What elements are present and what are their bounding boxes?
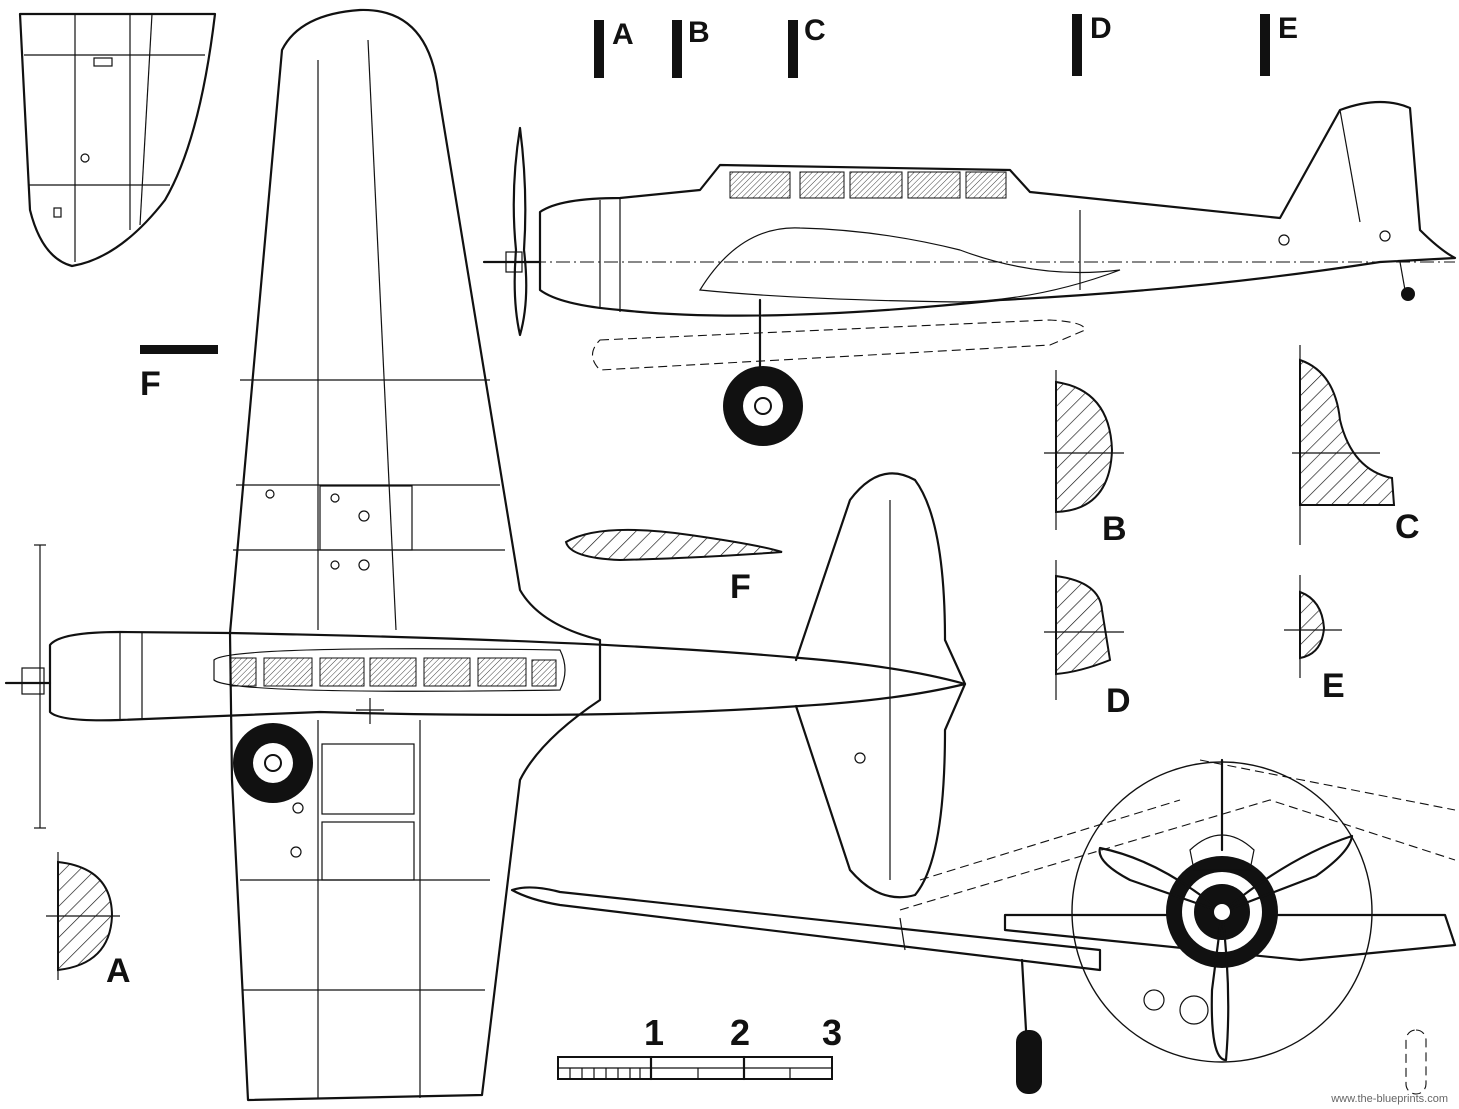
section-marker-e-label: E	[1278, 12, 1298, 45]
scale-tick-2: 2	[730, 1012, 750, 1053]
section-label-e: E	[1322, 667, 1345, 705]
section-c: C	[1292, 345, 1420, 546]
horizontal-tail-plan	[794, 472, 967, 899]
section-label-f: F	[730, 568, 751, 606]
fuselage-side	[538, 100, 1457, 317]
canopy-side	[729, 171, 1007, 199]
section-marker-f-label: F	[140, 365, 161, 403]
canopy-plan	[213, 648, 566, 692]
section-marker-c-label: C	[804, 14, 826, 47]
main-wheel-plan	[233, 723, 313, 803]
torpedo-outline	[591, 319, 1086, 371]
section-marker-f-bar	[140, 345, 218, 354]
section-a: A	[46, 852, 131, 990]
scale-tick-1: 1	[644, 1012, 664, 1053]
section-marker-d-bar	[1072, 14, 1082, 76]
watermark: www.the-blueprints.com	[1330, 1093, 1448, 1105]
section-marker-e-bar	[1260, 14, 1270, 76]
section-label-d: D	[1106, 682, 1131, 720]
plan-view	[4, 8, 967, 1102]
scale-bar: 1 2 3	[557, 1012, 842, 1081]
section-b: B	[1044, 370, 1127, 548]
section-label-a: A	[106, 952, 131, 990]
section-marker-b-bar	[672, 20, 682, 78]
section-markers: A B C D E F	[140, 12, 1298, 403]
wing-front	[510, 886, 1102, 972]
section-d: D	[1044, 560, 1131, 720]
section-marker-a-label: A	[612, 18, 634, 51]
section-marker-a-bar	[594, 20, 604, 78]
side-view	[482, 100, 1457, 446]
wingtip-detail-view	[18, 12, 217, 268]
section-marker-c-bar	[788, 20, 798, 78]
section-e: E	[1284, 575, 1345, 705]
airfoil-section-f: F	[564, 528, 783, 606]
front-view	[510, 758, 1457, 1095]
section-marker-d-label: D	[1090, 12, 1112, 45]
section-marker-b-label: B	[688, 16, 710, 49]
main-wheel-side	[723, 366, 803, 446]
wing-outline	[228, 8, 602, 1102]
section-label-c: C	[1395, 508, 1420, 546]
section-label-b: B	[1102, 510, 1127, 548]
scale-tick-3: 3	[822, 1012, 842, 1053]
propeller-side	[512, 126, 528, 337]
